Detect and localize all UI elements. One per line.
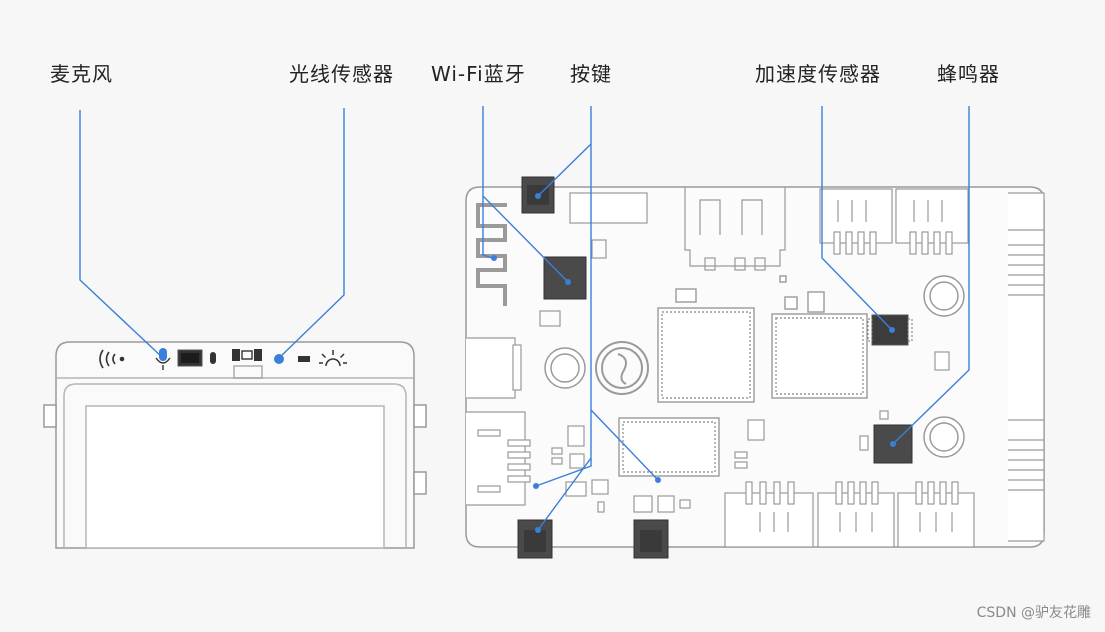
label-buzzer: 蜂鸣器: [937, 62, 1000, 86]
label-light-sensor: 光线传感器: [289, 62, 394, 86]
board-logo: [595, 341, 649, 395]
label-button: 按键: [570, 62, 612, 86]
pointer-wifi-antenna: [482, 196, 493, 259]
device-front-view: [43, 341, 427, 549]
left-edge-ports: [466, 337, 531, 506]
pointer-buzzer: [892, 106, 970, 445]
main-chips: [618, 275, 868, 477]
pointer-button-low: [535, 458, 592, 487]
sun-icon: [319, 350, 347, 367]
pointer-dots: [160, 193, 896, 533]
label-accel-sensor: 加速度传感器: [755, 62, 881, 86]
small-components: [551, 351, 950, 513]
usb-port-icon: [232, 349, 263, 379]
pointer-light-sensor: [278, 108, 345, 359]
pointer-accel: [821, 106, 893, 331]
indicator-led-icon: [210, 352, 216, 364]
board-side-ridges: [1008, 192, 1045, 542]
pointer-button-top: [537, 143, 592, 197]
mounting-holes: [544, 275, 965, 458]
watermark: CSDN @驴友花雕: [976, 605, 1091, 621]
usb-a-port: [684, 187, 786, 271]
pointer-microphone: [79, 110, 164, 359]
pointer-button-mid: [590, 409, 659, 481]
connector-white: [569, 192, 648, 224]
ir-sensor-icon: [298, 356, 310, 362]
sound-wave-icon: [99, 349, 125, 369]
pointer-lines: [79, 106, 970, 531]
label-wifi-bt: Wi-Fi蓝牙: [431, 62, 526, 86]
bottom-connectors: [724, 481, 975, 548]
antenna-trace: [476, 203, 507, 306]
top-connectors: [819, 188, 969, 255]
label-microphone: 麦克风: [50, 62, 113, 86]
